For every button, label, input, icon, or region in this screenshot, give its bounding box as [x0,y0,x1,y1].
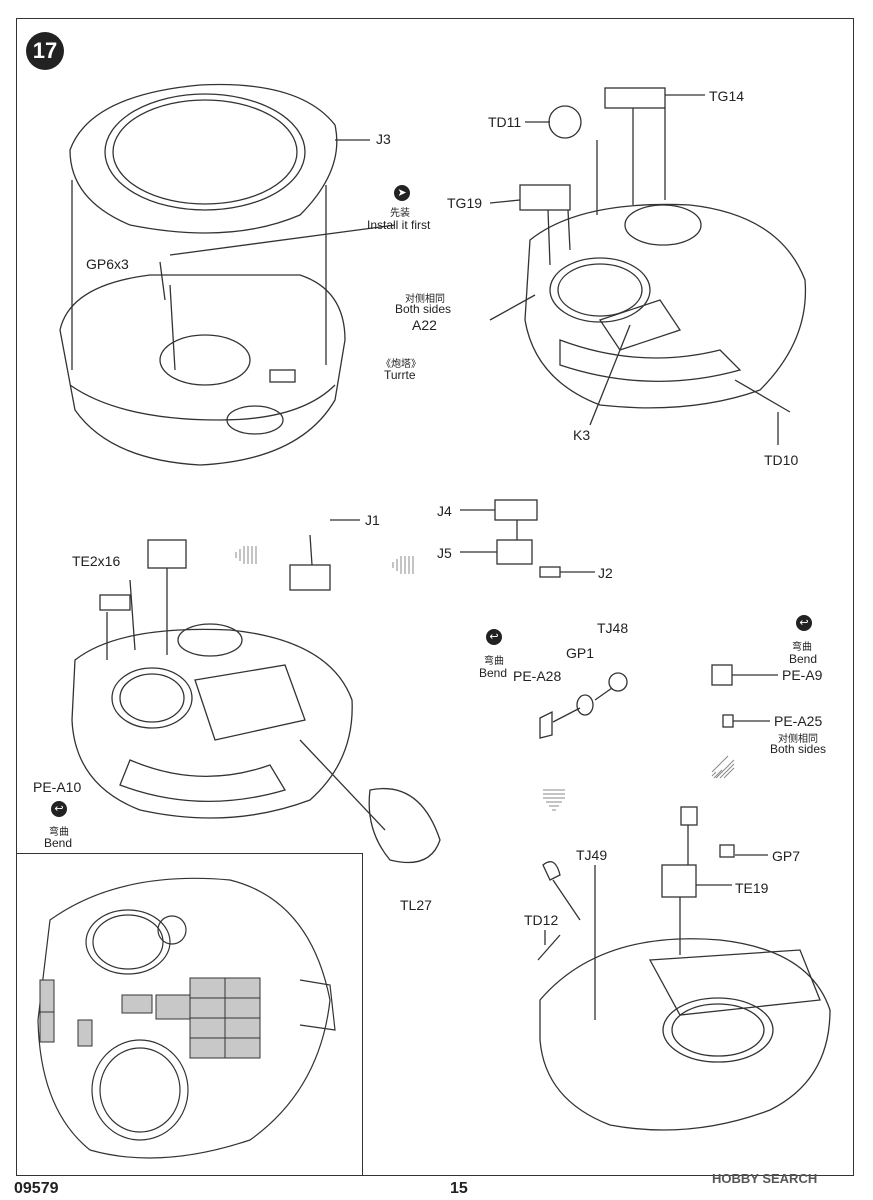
label-gp6x3: GP6x3 [86,256,129,272]
label-te2x16: TE2x16 [72,553,121,569]
label-tj48: TJ48 [597,620,629,636]
bend-en-1: Bend [479,666,508,680]
label-j5: J5 [437,545,452,561]
bend-icon: ↩ [486,629,502,645]
label-tj49: TJ49 [576,847,608,863]
install-first-en: Install it first [367,218,431,232]
watermark: HOBBY SEARCH [712,1171,818,1186]
part-turret-top-right [524,203,807,409]
both-sides-en-1: Both sides [395,302,452,316]
both-sides-en-2: Both sides [770,742,827,756]
label-tg19: TG19 [447,195,483,211]
bend-cn-3: 弯曲 [49,827,69,838]
label-j1: J1 [365,512,380,528]
install-first-cn: 先装 [390,208,410,219]
label-k3: K3 [573,427,591,443]
part-j3-lid [69,83,338,234]
label-tl27: TL27 [400,897,432,913]
part-turret-bottom-right [539,938,831,1131]
bend-icon: ↩ [51,801,67,817]
arrow-left-icon [235,546,257,564]
label-pe-a28: PE-A28 [513,668,562,684]
turret-label-cn: 《炮塔》 [381,359,421,370]
label-j2: J2 [598,565,613,581]
label-j4: J4 [437,503,452,519]
install-first-icon: ➤ [394,185,410,201]
part-turret-body [59,274,346,466]
label-tg14: TG14 [709,88,745,104]
both-sides-cn-2: 对侧相同 [778,734,818,745]
arrow-diagonal-icon [711,755,735,779]
both-sides-cn-1: 对侧相同 [405,294,445,305]
bend-cn-1: 弯曲 [484,656,504,667]
label-gp7: GP7 [772,848,801,864]
label-pe-a10: PE-A10 [33,779,82,795]
label-td11: TD11 [488,114,522,130]
bend-en-3: Bend [44,836,73,850]
turret-label-en: Turrte [384,368,416,382]
label-pe-a9: PE-A9 [782,667,823,683]
bend-en-2: Bend [789,652,818,666]
label-pe-a25: PE-A25 [774,713,823,729]
label-a22: A22 [412,317,437,333]
bend-icon: ↩ [796,615,812,631]
part-turret-middle-left [71,623,353,819]
label-te19: TE19 [735,880,769,896]
label-td10: TD10 [764,452,799,468]
page-frame [16,18,854,1176]
arrow-left-icon [392,556,414,574]
footer-page-number: 15 [450,1180,468,1197]
arrow-down-icon [543,789,565,811]
inset-detail-box [16,853,363,1176]
label-gp1: GP1 [566,645,595,661]
bend-cn-2: 弯曲 [792,642,812,653]
label-j3: J3 [376,131,391,147]
footer-kit-code: 09579 [14,1180,59,1197]
step-number-badge: 17 [26,32,64,70]
label-td12: TD12 [524,912,559,928]
